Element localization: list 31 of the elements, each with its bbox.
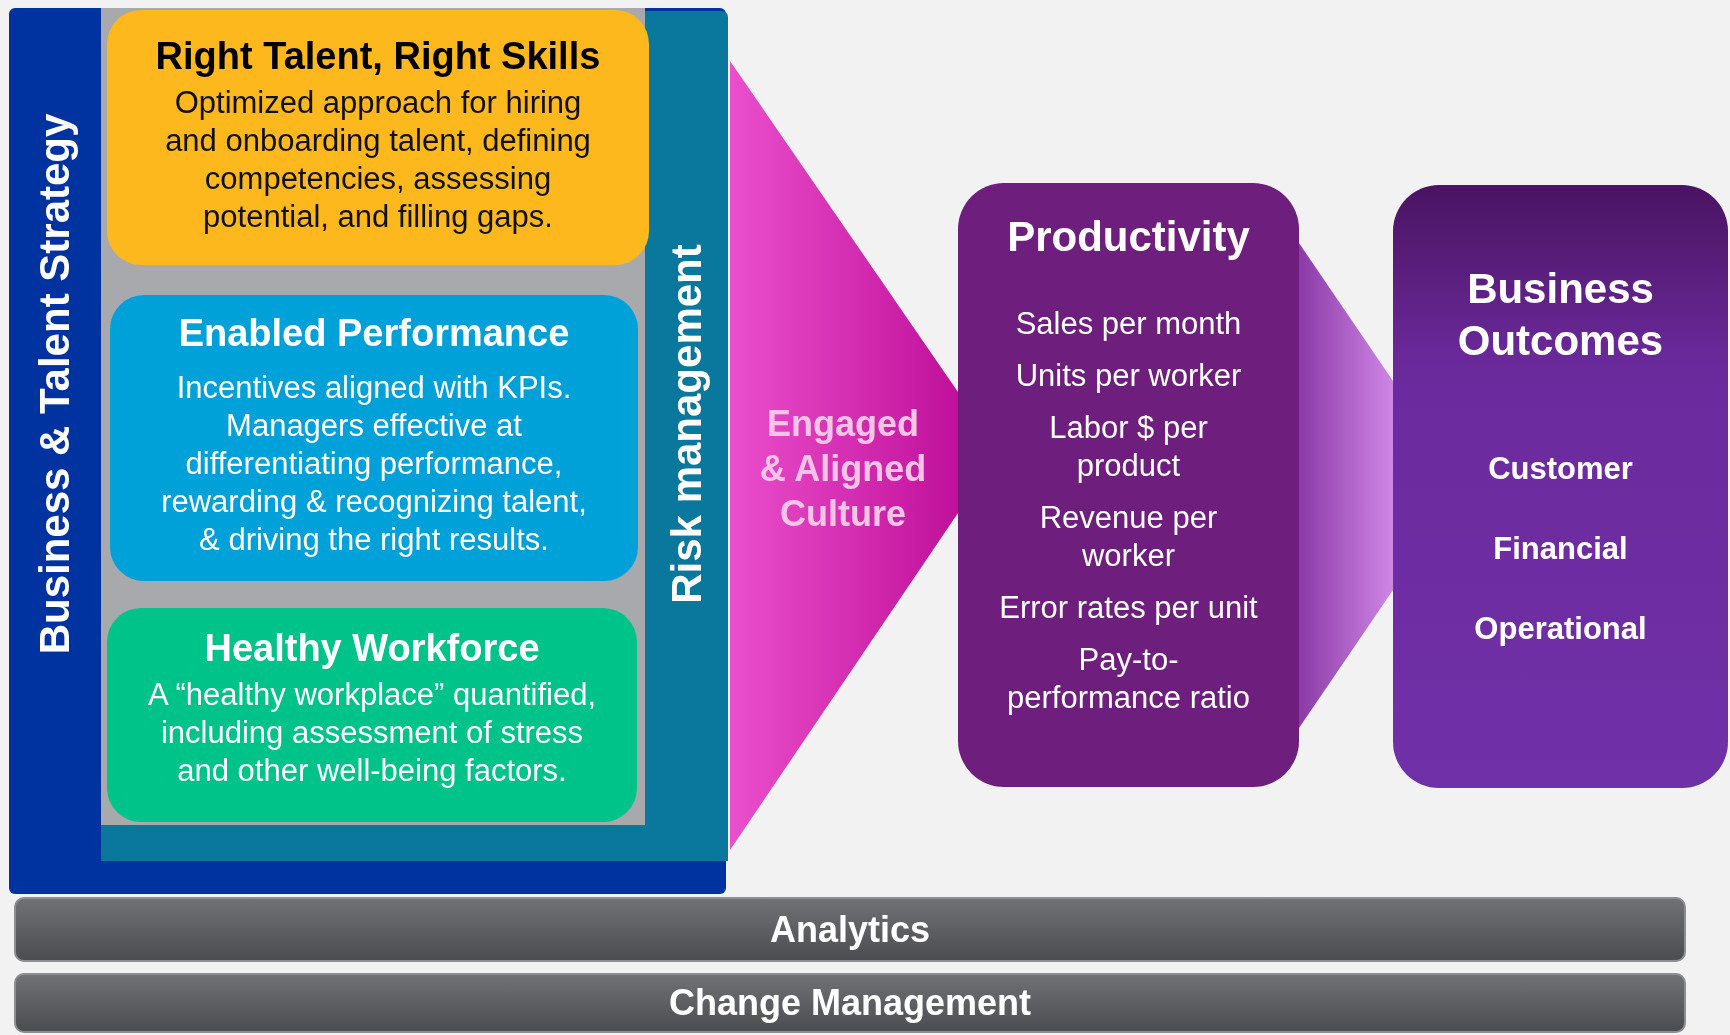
card-description: Incentives aligned with KPIs. Managers effective at differentiating performance, rewarding & recognizing talent, & driving the right results. xyxy=(160,369,588,559)
bar-label: Change Management xyxy=(668,982,1032,1024)
card-heading: Right Talent, Right Skills xyxy=(155,34,601,78)
productivity-panel xyxy=(958,183,1299,787)
vertical-label: Risk management xyxy=(662,244,711,604)
outcome-item: Operational xyxy=(1474,610,1647,648)
vertical-label: Business & Talent Strategy xyxy=(31,113,79,655)
change-management-bar xyxy=(14,973,1686,1033)
performance-card xyxy=(110,295,638,581)
skills-card xyxy=(107,10,649,265)
metric-item: Units per worker xyxy=(1014,357,1243,395)
metric-item: Error rates per unit xyxy=(998,589,1259,627)
workforce-card xyxy=(107,608,637,822)
culture-label: Engaged & Aligned Culture xyxy=(758,402,928,536)
metric-item: Sales per month xyxy=(1014,305,1243,343)
culture-funnel xyxy=(730,61,958,850)
outcome-item: Financial xyxy=(1493,530,1628,568)
metric-item: Labor $ per product xyxy=(1048,409,1209,485)
panel-heading: Business Outcomes xyxy=(1456,264,1665,366)
card-heading: Healthy Workforce xyxy=(204,626,540,670)
outcome-item: Customer xyxy=(1488,450,1633,488)
strategy-frame xyxy=(9,8,726,894)
card-description: Optimized approach for hiring and onboarding talent, defining competencies, assessing potential, and filling gaps. xyxy=(164,84,592,236)
card-heading: Enabled Performance xyxy=(178,311,570,355)
bar-label: Analytics xyxy=(769,908,931,951)
metric-item: Pay-to-performance ratio xyxy=(1006,641,1251,717)
analytics-bar xyxy=(14,897,1686,962)
metric-item: Revenue per worker xyxy=(1038,499,1219,575)
card-description: A “healthy workplace” quantified, including assessment of stress and other well-being factors. xyxy=(146,676,597,790)
funnel-connector xyxy=(1299,243,1393,728)
panel-heading: Productivity xyxy=(1007,213,1250,261)
